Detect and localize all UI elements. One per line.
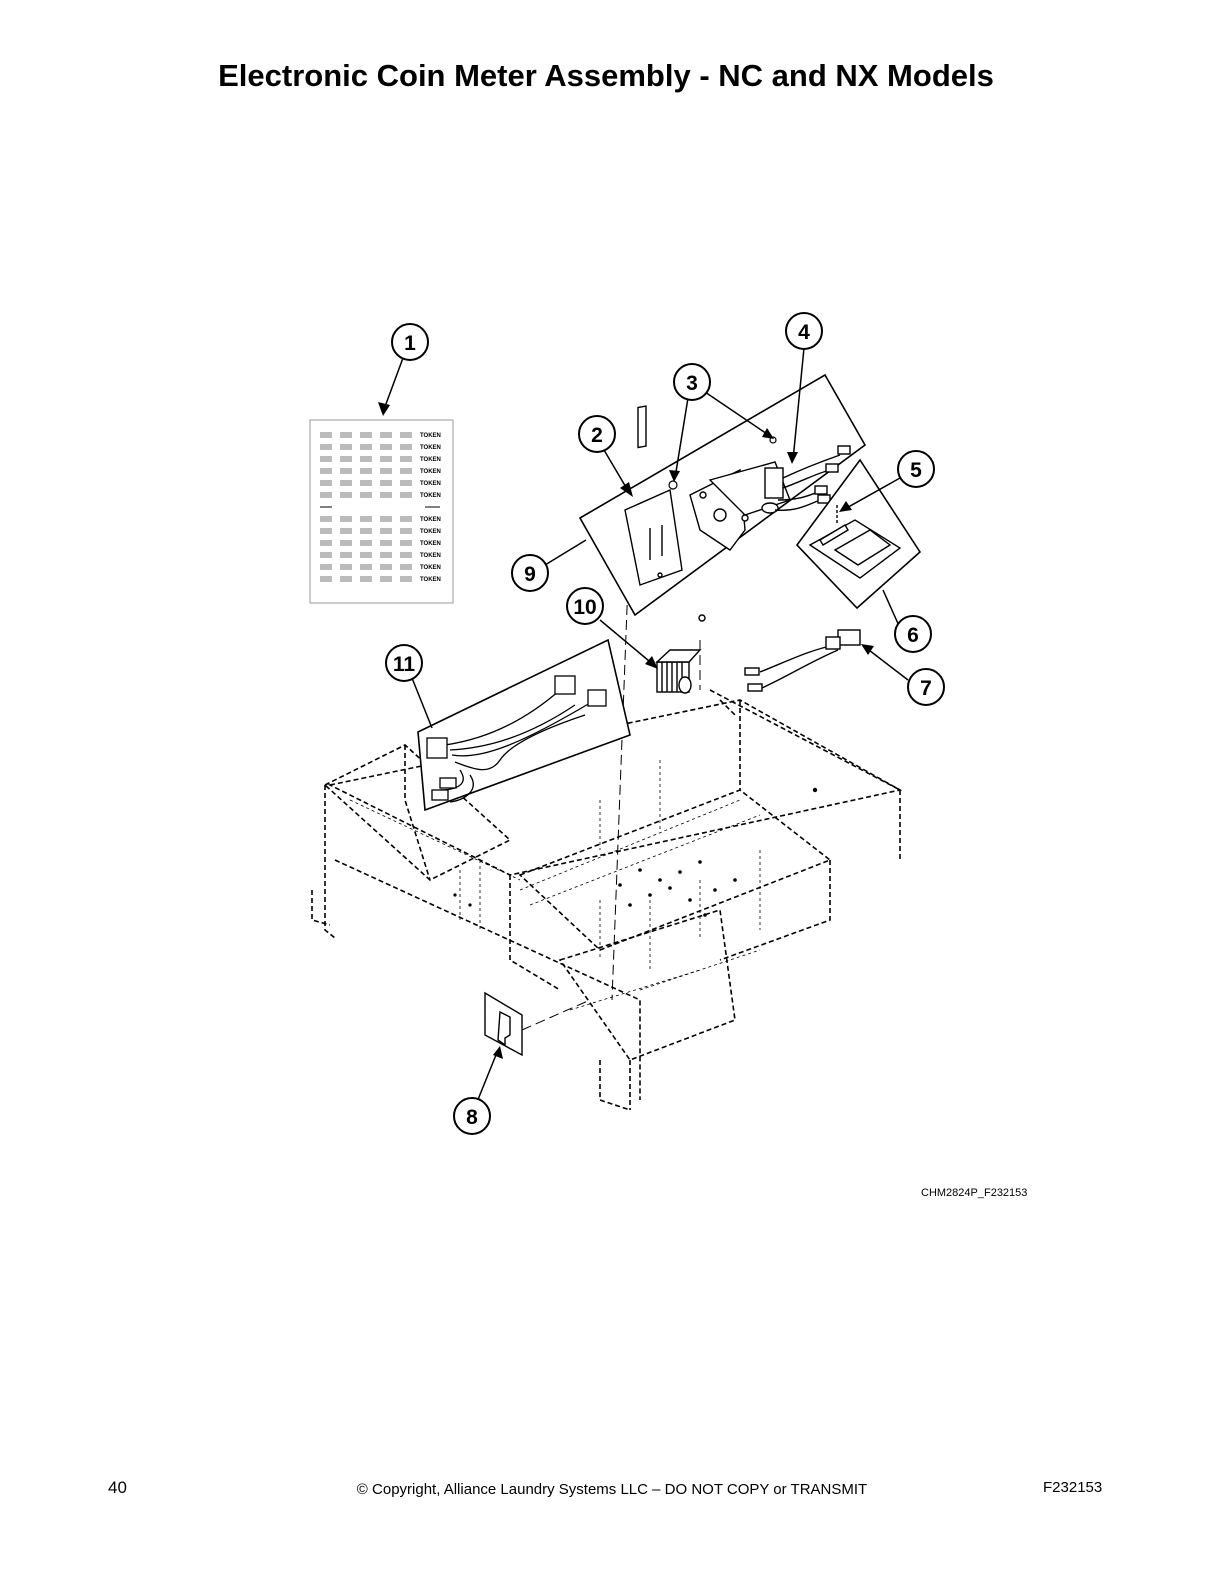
- cabinet-detail-lines: [349, 760, 761, 1011]
- cabinet-holes: [453, 787, 818, 917]
- leader-arrowheads: [378, 402, 874, 1059]
- callout-4-label: 4: [798, 321, 810, 344]
- copyright-notice: © Copyright, Alliance Laundry Systems LL…: [356, 1481, 868, 1498]
- callout-6-bubble: 6: [894, 615, 932, 653]
- page-title: Electronic Coin Meter Assembly - NC and …: [218, 58, 994, 93]
- callout-7-label: 7: [920, 677, 932, 700]
- callout-6-label: 6: [907, 624, 919, 647]
- transformer: [655, 614, 706, 694]
- decal-token-word: TOKEN: [420, 553, 441, 559]
- drawing-number: CHM2824P_F232153: [921, 1187, 1028, 1199]
- token-decal-sheet: TOKEN TOKEN TOKEN TOKEN TOKEN TOKEN TOKEN TOKEN…: [309, 419, 454, 604]
- decal-token-word: TOKEN: [420, 541, 441, 547]
- callout-5-label: 5: [910, 459, 922, 482]
- decal-token-word: TOKEN: [420, 577, 441, 583]
- callout-9-label: 9: [524, 563, 536, 586]
- callout-3-label: 3: [686, 372, 698, 395]
- callout-1-label: 1: [404, 332, 416, 355]
- callout-3-bubble: 3: [673, 363, 711, 401]
- coin-drop-housing: [808, 505, 902, 579]
- wire-harness-long: [426, 675, 607, 803]
- callout-8-label: 8: [466, 1106, 478, 1129]
- decal-token-word: TOKEN: [420, 493, 441, 499]
- decal-token-word: TOKEN: [420, 565, 441, 571]
- mounting-bracket: [624, 405, 683, 586]
- decal-token-word: TOKEN: [420, 469, 441, 475]
- callout-10-bubble: 10: [566, 587, 604, 625]
- decal-token-word: TOKEN: [420, 457, 441, 463]
- cabinet-frame: [311, 689, 903, 1111]
- decal-token-word: TOKEN: [420, 433, 441, 439]
- decal-token-word: TOKEN: [420, 445, 441, 451]
- callout-4-bubble: 4: [785, 312, 823, 350]
- callout-11-label: 11: [393, 653, 416, 676]
- decal-token-word: TOKEN: [420, 529, 441, 535]
- callout-2-label: 2: [591, 424, 603, 447]
- screw-parts: [668, 436, 777, 490]
- coin-meter-unit: [689, 461, 791, 551]
- callout-8-bubble: 8: [453, 1097, 491, 1135]
- decal-token-word: TOKEN: [420, 481, 441, 487]
- callout-7-bubble: 7: [907, 668, 945, 706]
- callout-9-bubble: 9: [511, 554, 549, 592]
- leader-lines: [382, 347, 909, 1103]
- callout-2-bubble: 2: [578, 415, 616, 453]
- callout-10-label: 10: [573, 596, 596, 619]
- wire-harness-short: [744, 629, 861, 692]
- page-number: 40: [108, 1478, 127, 1497]
- document-id: F232153: [1043, 1479, 1103, 1496]
- decal-token-word: TOKEN: [420, 517, 441, 523]
- coin-label: [484, 991, 523, 1057]
- callout-1-bubble: 1: [391, 323, 429, 361]
- assembly-lines: [521, 529, 701, 1031]
- callout-5-bubble: 5: [897, 450, 935, 488]
- meter-wires: [774, 445, 851, 512]
- callout-11-bubble: 11: [385, 644, 423, 682]
